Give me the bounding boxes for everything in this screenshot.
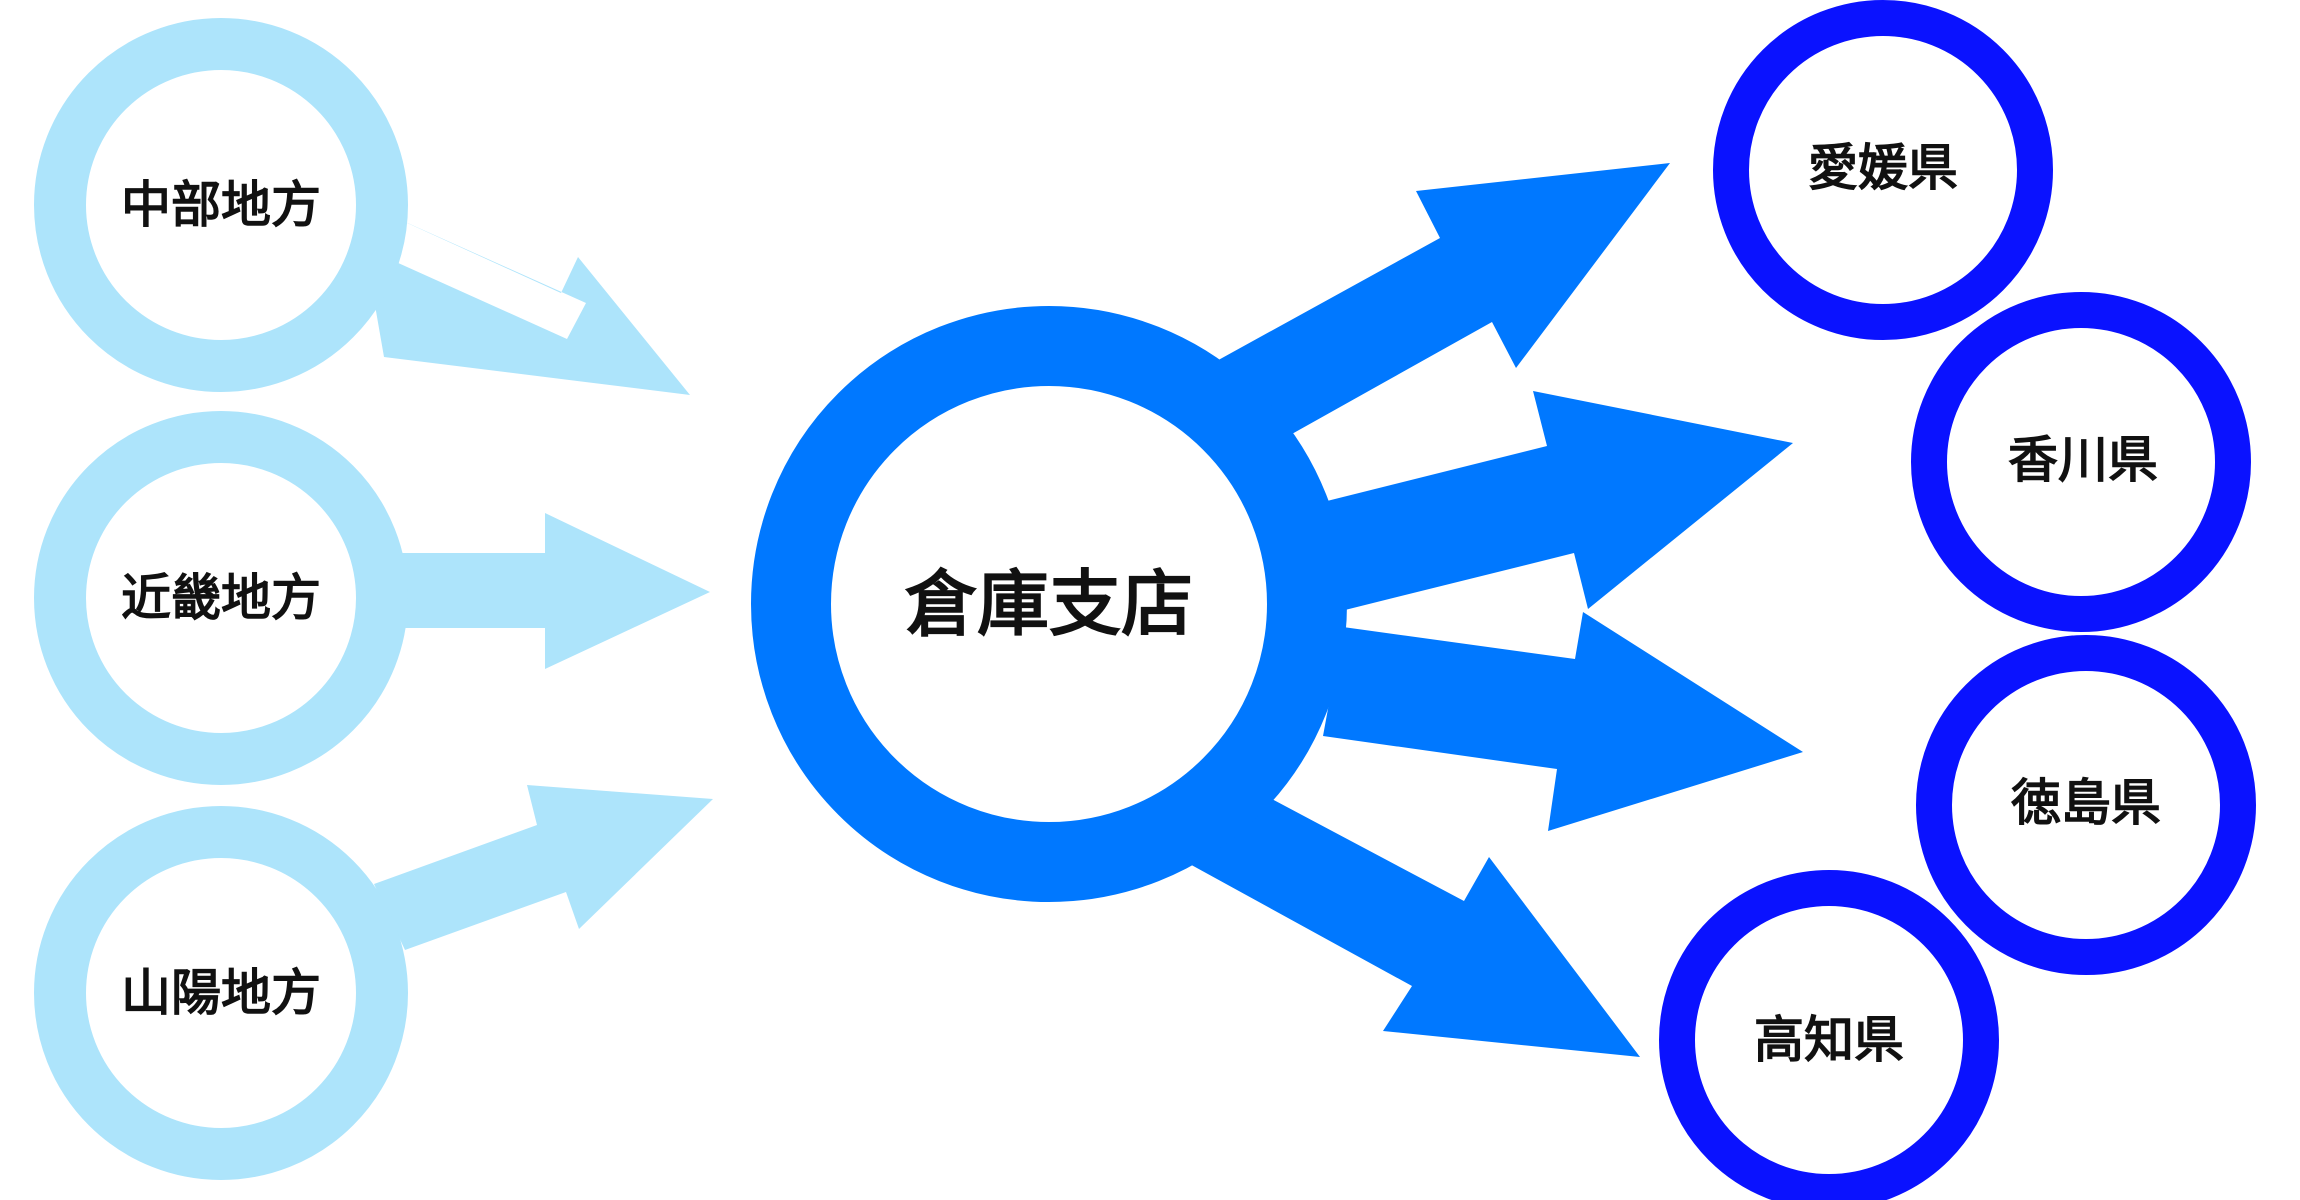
destination-label-tokushima: 徳島県 (2010, 774, 2161, 832)
destination-node-kagawa: 香川県 (1911, 292, 2251, 632)
arrow-hub-to-kochi (1186, 797, 1640, 1057)
destination-label-kagawa: 香川県 (2008, 431, 2158, 489)
destination-node-kochi: 高知県 (1659, 870, 1999, 1200)
arrow-sanyo-to-hub (374, 785, 713, 950)
hub-node: 倉庫支店 (751, 306, 1347, 902)
destination-node-tokushima: 徳島県 (1916, 635, 2256, 975)
source-label-sanyo: 山陽地方 (121, 964, 321, 1022)
destination-label-ehime: 愛媛県 (1808, 139, 1958, 197)
arrow-hub-to-tokushima (1323, 612, 1803, 831)
source-label-kinki: 近畿地方 (121, 569, 321, 627)
source-node-sanyo: 山陽地方 (34, 806, 408, 1180)
source-node-chubu: 中部地方 (34, 18, 408, 392)
destination-node-ehime: 愛媛県 (1713, 0, 2053, 340)
arrow-kinki-to-hub (400, 513, 710, 669)
arrow-chubu-to-hub (365, 212, 690, 395)
destination-label-kochi: 高知県 (1754, 1011, 1904, 1069)
hub-label: 倉庫支店 (904, 562, 1193, 646)
source-label-chubu: 中部地方 (121, 176, 321, 234)
source-node-kinki: 近畿地方 (34, 411, 408, 785)
arrow-hub-to-ehime (1213, 163, 1670, 449)
arrow-hub-to-kagawa (1315, 391, 1793, 611)
